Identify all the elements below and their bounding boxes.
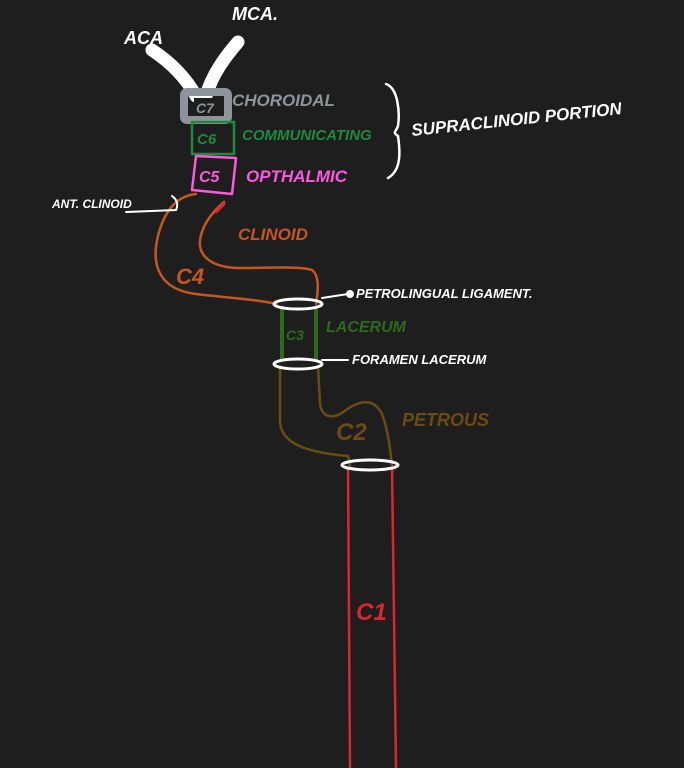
c4-outer-wall [154,192,278,306]
foramen-lacerum-ring [272,357,324,371]
ant-clinoid-label: ANT. CLINOID [51,197,132,211]
supraclinoid-bracket [384,82,401,180]
c4-inner-wall [198,200,319,306]
c1-right-wall [390,465,398,768]
c5-code: C5 [199,169,221,186]
c7-code: C7 [196,100,215,116]
c7-inner [194,98,220,116]
c1-code: C1 [356,599,387,626]
pointers [125,195,354,361]
petrolingual-label: PETROLINGUAL LIGAMENT. [356,286,532,301]
c1-left-wall [346,465,352,768]
c5-name: OPTHALMIC [246,167,348,186]
c2-name: PETROUS [402,410,489,430]
c6-name: COMMUNICATING [242,127,372,144]
ant-clinoid-underline [125,195,179,213]
mca-label: MCA. [232,4,278,24]
c7-outline [180,88,232,124]
petrolingual-ring [272,297,324,311]
segment-c5 [190,154,238,196]
ligament-rings [272,297,400,472]
c2-code: C2 [336,419,367,446]
c3-name: LACERUM [326,319,407,336]
c4-code: C4 [176,264,204,289]
segment-c2 [278,364,394,468]
segment-c4 [154,192,319,306]
petrolingual-pointer-dot [346,290,354,298]
petrolingual-pointer [321,293,349,299]
segment-c6 [190,120,236,156]
c5-outline [190,154,238,196]
segment-c3 [280,306,318,362]
c2-outer-wall [278,364,352,468]
c7-name: CHOROIDAL [232,91,335,110]
foramen-lacerum-label: FORAMEN LACERUM [352,352,487,367]
c3-code: C3 [286,327,304,343]
c1-c2-ring [340,458,400,472]
segment-c1 [346,465,398,768]
c2-inner-wall [316,364,394,468]
c4-name: CLINOID [238,225,308,244]
segment-c7 [180,88,232,124]
aca-label: ACA [123,28,163,48]
c4-red-mark [214,202,226,214]
c6-outline [190,120,236,156]
c6-code: C6 [197,131,217,148]
